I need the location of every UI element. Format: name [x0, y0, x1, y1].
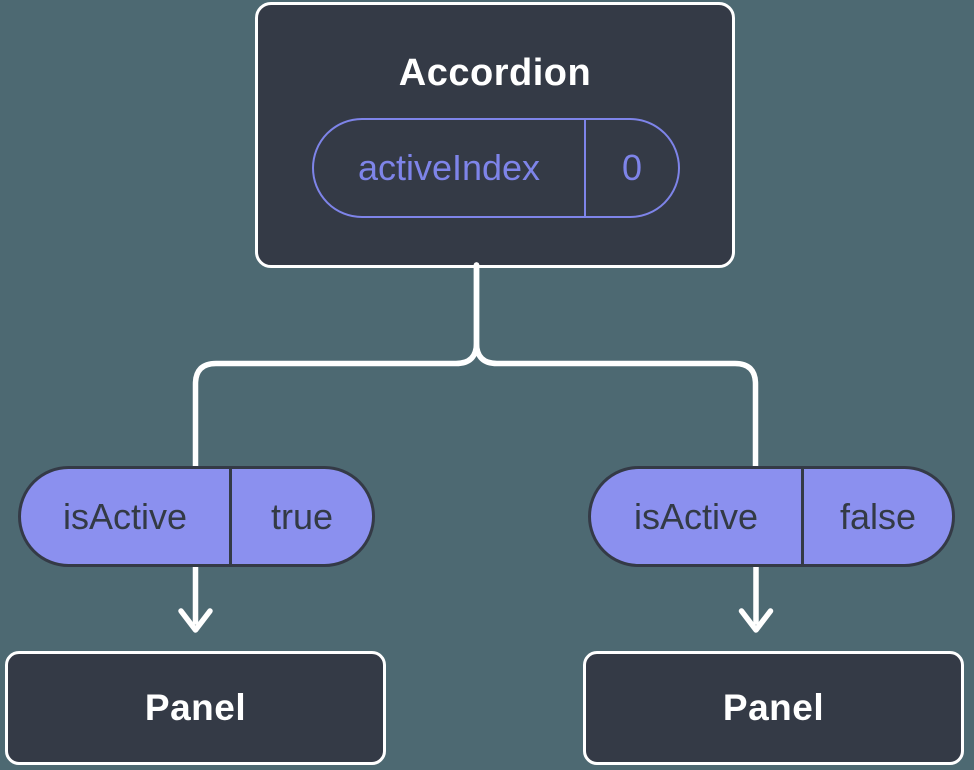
prop-pill-isactive-true: isActive true — [18, 466, 375, 567]
prop-pill-name: isActive — [591, 469, 804, 564]
prop-pill-value: true — [270, 495, 334, 537]
state-pill-name: activeIndex — [314, 120, 586, 216]
prop-pill-name: isActive — [21, 469, 232, 564]
branch-line-left — [192, 262, 480, 473]
prop-pill-isactive-false: isActive false — [588, 466, 955, 567]
panel-node-right: Panel — [583, 651, 964, 765]
arrow-head-left — [178, 608, 213, 633]
accordion-node-title: Accordion — [398, 52, 592, 94]
accordion-node: Accordion activeIndex 0 — [255, 2, 735, 268]
state-pill-value: 0 — [621, 147, 643, 188]
branch-line-right — [473, 262, 759, 473]
prop-pill-value: false — [839, 495, 917, 537]
arrow-head-right — [738, 608, 774, 633]
panel-node-left: Panel — [5, 651, 386, 765]
state-pill: activeIndex 0 — [312, 118, 680, 218]
